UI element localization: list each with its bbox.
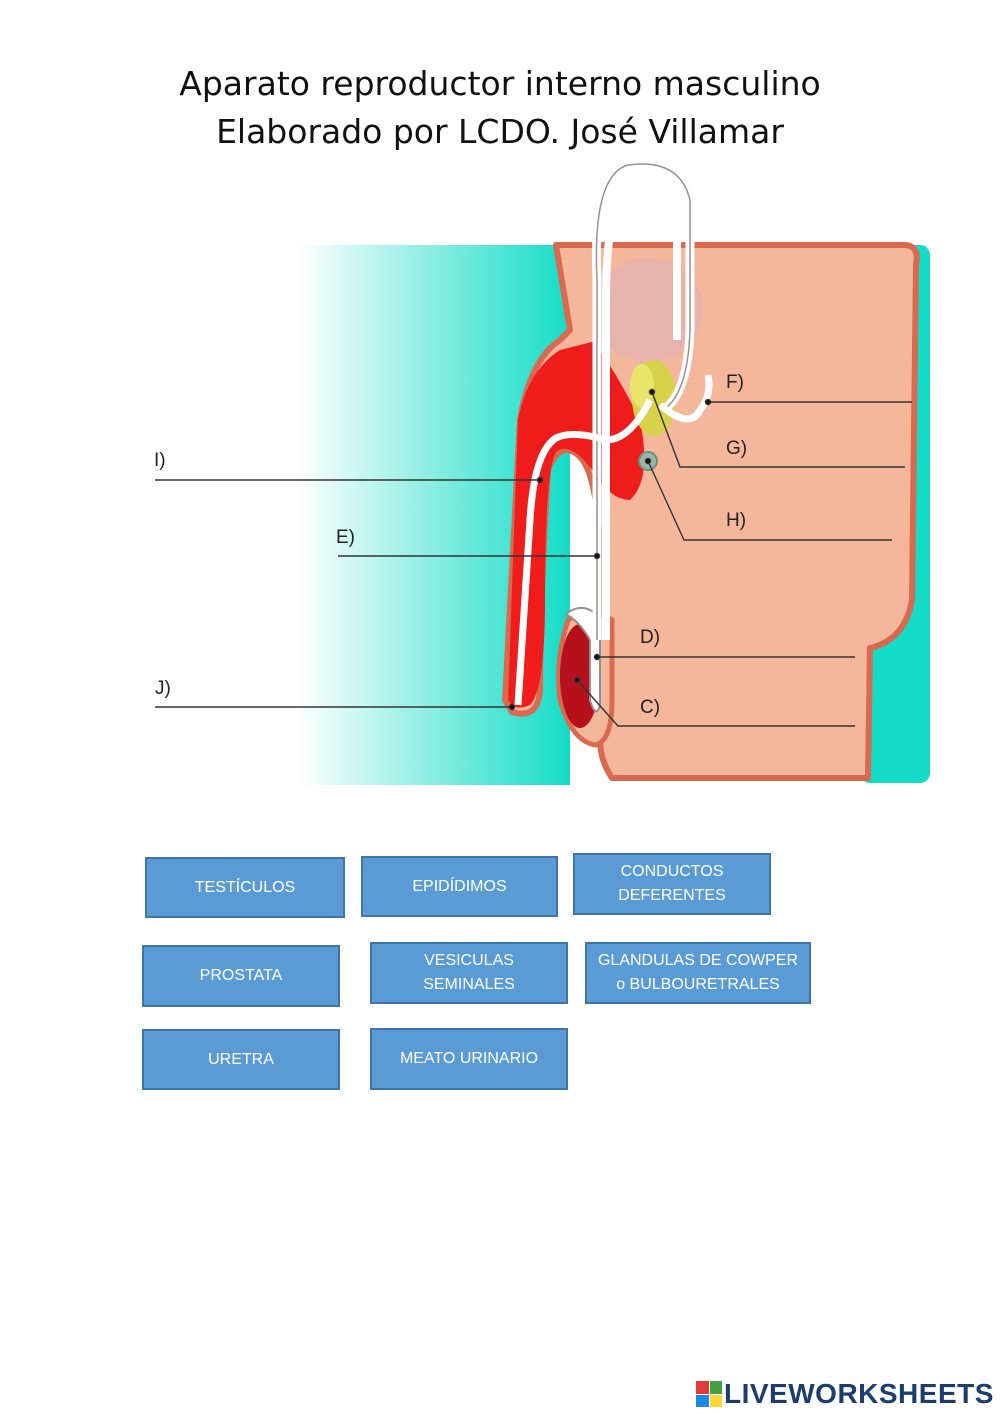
leader-J-dot (508, 703, 516, 711)
anatomy-diagram: I) E) J) F) G) H) D) C) (150, 159, 930, 785)
label-C: C) (640, 697, 660, 718)
prostate (630, 364, 654, 408)
label-J: J) (155, 678, 171, 699)
label-E: E) (336, 527, 355, 548)
leader-G (651, 391, 905, 468)
label-D: D) (640, 627, 660, 648)
label-I: I) (154, 450, 166, 471)
leader-D-dot (593, 653, 601, 661)
leader-G-dot (648, 388, 656, 396)
liveworksheets-logo: LIVEWORKSHEETS (696, 1378, 994, 1410)
ejaculatory-duct (657, 374, 713, 423)
answer-uretra[interactable]: URETRA (142, 1029, 340, 1090)
urethra (514, 398, 654, 706)
label-H: H) (726, 510, 746, 531)
leader-C-dot (573, 676, 581, 684)
leader-H (647, 460, 892, 541)
background-gradient (150, 245, 570, 785)
liveworksheets-logo-icon (696, 1381, 722, 1407)
liveworksheets-wordmark: LIVEWORKSHEETS (724, 1378, 994, 1409)
leader-I-dot (536, 476, 544, 484)
leader-H-dot (644, 457, 652, 465)
epididymis (564, 607, 601, 713)
answer-testiculos[interactable]: TESTÍCULOS (145, 857, 345, 918)
answer-meato-urinario[interactable]: MEATO URINARIO (370, 1028, 568, 1090)
answer-conductos-deferentes[interactable]: CONDUCTOS DEFERENTES (573, 853, 771, 915)
leader-C (576, 679, 855, 727)
answer-epididimos[interactable]: EPIDÍDIMOS (361, 856, 558, 917)
page-subtitle: Elaborado por LCDO. José Villamar (216, 112, 784, 151)
label-F: F) (726, 372, 744, 393)
leader-E-dot (593, 552, 601, 560)
erectile-tissue (508, 342, 645, 708)
page-title: Aparato reproductor interno masculino (179, 64, 821, 103)
label-G: G) (726, 438, 747, 459)
leader-F-dot (704, 398, 712, 406)
answer-glandulas-cowper[interactable]: GLANDULAS DE COWPER o BULBOURETRALES (585, 942, 811, 1004)
vas-deferens-inner (602, 178, 681, 640)
vas-deferens-outline (595, 163, 691, 640)
leader-lines (155, 388, 912, 727)
answer-vesiculas-seminales[interactable]: VESICULAS SEMINALES (370, 942, 568, 1004)
answer-prostata[interactable]: PROSTATA (142, 945, 340, 1007)
